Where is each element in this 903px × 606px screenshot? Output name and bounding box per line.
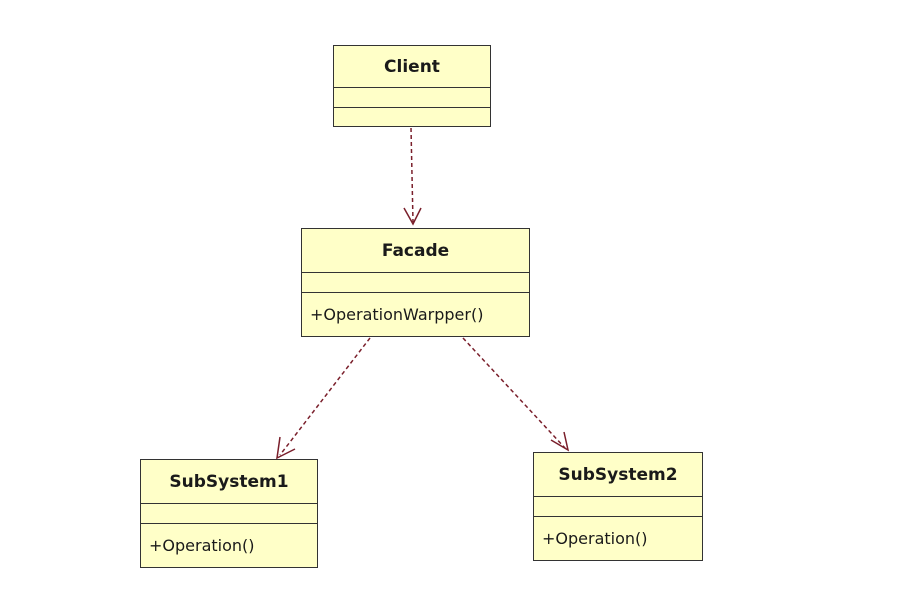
dependency-client-to-facade — [403, 127, 422, 226]
class-facade-attributes — [302, 273, 529, 293]
class-client-operations — [334, 108, 490, 126]
class-subsystem1[interactable]: SubSystem1 +Operation() — [140, 459, 318, 568]
class-subsystem1-attributes — [141, 504, 317, 524]
class-facade-name: Facade — [302, 229, 529, 273]
class-subsystem1-name: SubSystem1 — [141, 460, 317, 504]
class-subsystem2-attributes — [534, 497, 702, 517]
class-facade[interactable]: Facade +OperationWarpper() — [301, 228, 530, 337]
class-client-attributes — [334, 88, 490, 108]
class-subsystem1-operation: +Operation() — [149, 536, 255, 555]
dependency-facade-to-subsystem2 — [462, 337, 570, 452]
class-subsystem2-name: SubSystem2 — [534, 453, 702, 497]
class-subsystem2-operation: +Operation() — [542, 529, 648, 548]
class-subsystem2[interactable]: SubSystem2 +Operation() — [533, 452, 703, 561]
class-client[interactable]: Client — [333, 45, 491, 127]
class-facade-operation: +OperationWarpper() — [310, 305, 484, 324]
dependency-facade-to-subsystem1 — [276, 337, 371, 460]
class-client-name: Client — [334, 46, 490, 88]
